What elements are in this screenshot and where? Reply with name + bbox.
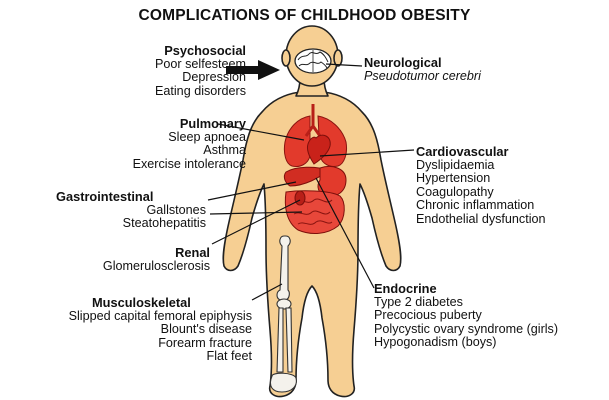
endocrine-item: Polycystic ovary syndrome (girls) xyxy=(374,323,606,337)
group-gastrointestinal: Gastrointestinal Gallstones Steatohepati… xyxy=(26,190,206,231)
group-neurological: Neurological Pseudotumor cerebri xyxy=(364,56,564,83)
musculoskeletal-item: Flat feet xyxy=(8,350,252,364)
psychosocial-item: Depression xyxy=(96,71,246,85)
musculoskeletal-item: Blount's disease xyxy=(8,323,252,337)
cardiovascular-item: Endothelial dysfunction xyxy=(416,213,606,227)
pulmonary-item: Exercise intolerance xyxy=(66,158,246,172)
psychosocial-item: Poor selfesteem xyxy=(96,58,246,72)
kidney-icon xyxy=(295,191,305,205)
cardiovascular-item: Dyslipidaemia xyxy=(416,159,606,173)
psychosocial-heading: Psychosocial xyxy=(96,44,246,58)
neurological-item: Pseudotumor cerebri xyxy=(364,70,564,84)
renal-heading: Renal xyxy=(56,246,210,260)
group-musculoskeletal: Musculoskeletal Slipped capital femoral … xyxy=(8,296,252,364)
brain-icon xyxy=(295,49,331,73)
musculoskeletal-item: Forearm fracture xyxy=(8,337,252,351)
group-cardiovascular: Cardiovascular Dyslipidaemia Hypertensio… xyxy=(416,145,606,227)
group-psychosocial: Psychosocial Poor selfesteem Depression … xyxy=(96,44,246,98)
pulmonary-item: Sleep apnoea xyxy=(66,131,246,145)
neurological-heading: Neurological xyxy=(364,56,564,70)
pulmonary-heading: Pulmonary xyxy=(66,117,246,131)
gastrointestinal-item: Gallstones xyxy=(26,204,206,218)
pulmonary-item: Asthma xyxy=(66,144,246,158)
endocrine-item: Hypogonadism (boys) xyxy=(374,336,606,350)
cardiovascular-item: Hypertension xyxy=(416,172,606,186)
group-renal: Renal Glomerulosclerosis xyxy=(56,246,210,273)
cardiovascular-heading: Cardiovascular xyxy=(416,145,606,159)
group-pulmonary: Pulmonary Sleep apnoea Asthma Exercise i… xyxy=(66,117,246,171)
gastrointestinal-item: Steatohepatitis xyxy=(26,217,206,231)
endocrine-item: Precocious puberty xyxy=(374,309,606,323)
endocrine-item: Type 2 diabetes xyxy=(374,296,606,310)
musculoskeletal-heading: Musculoskeletal xyxy=(8,296,252,310)
psychosocial-item: Eating disorders xyxy=(96,85,246,99)
renal-item: Glomerulosclerosis xyxy=(56,260,210,274)
cardiovascular-item: Coagulopathy xyxy=(416,186,606,200)
musculoskeletal-item: Slipped capital femoral epiphysis xyxy=(8,310,252,324)
cardiovascular-item: Chronic inflammation xyxy=(416,199,606,213)
gastrointestinal-heading: Gastrointestinal xyxy=(26,190,206,204)
endocrine-heading: Endocrine xyxy=(374,282,606,296)
group-endocrine: Endocrine Type 2 diabetes Precocious pub… xyxy=(374,282,606,350)
